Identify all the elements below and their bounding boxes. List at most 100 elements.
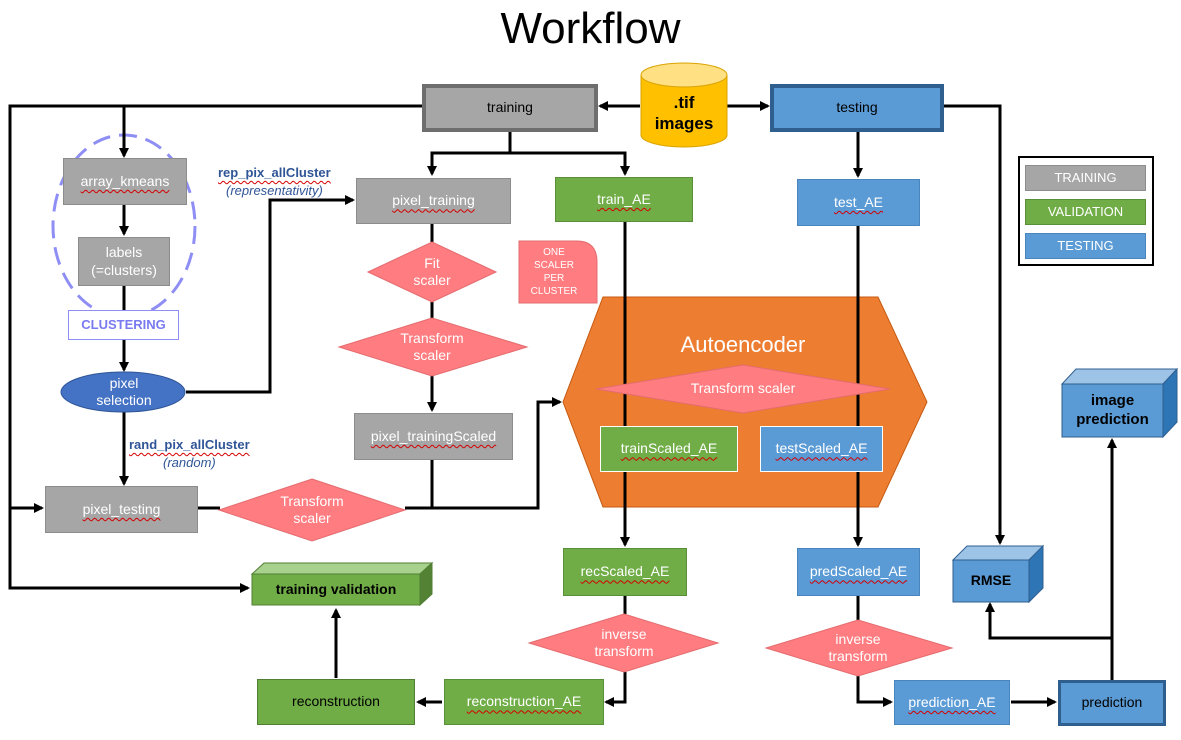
reconstruction-ae-label: reconstruction_AE (466, 693, 582, 710)
test-ae-label: test_AE (833, 193, 884, 210)
reconstruction-ae-box[interactable]: reconstruction_AE (444, 679, 604, 725)
array-kmeans-label: array_kmeans (80, 172, 170, 189)
training-validation-node[interactable]: training validation (252, 574, 420, 605)
testing-label: testing (836, 99, 878, 116)
edge-prediction-rmse (985, 602, 1114, 680)
image-prediction-box-3d (1060, 367, 1179, 439)
edge-inverse-reconae (604, 672, 627, 707)
labels-line1: labels (105, 244, 143, 260)
clustering-box[interactable]: CLUSTERING (68, 310, 179, 340)
legend-testing-label: TESTING (1057, 237, 1114, 253)
legend-training-label: TRAINING (1054, 169, 1117, 185)
note-line1: ONE (543, 247, 565, 258)
inverse-transform-2-line2: transform (828, 648, 888, 664)
transform-scaler-diamond-2 (217, 478, 407, 542)
tif-label-line2: images (654, 114, 714, 133)
inverse-transform-1-line2: transform (594, 643, 654, 659)
rand-pix-annotation: rand_pix_allCluster (129, 437, 250, 452)
edge-pixelsel-pixeltraining (186, 195, 355, 394)
tif-images-cylinder-icon (640, 62, 728, 148)
clustering-label: CLUSTERING (81, 316, 166, 332)
inverse-transform-label-2: inverse transform (800, 628, 916, 668)
edge-training-trainae (510, 151, 630, 176)
pixel-selection-line2: selection (96, 392, 152, 408)
labels-line2: (=clusters) (91, 261, 157, 278)
transform-scaler-2-line1: Transform (280, 492, 344, 509)
rmse-node[interactable]: RMSE (953, 560, 1029, 602)
autoencoder-label: Autoencoder (680, 332, 806, 358)
array-kmeans-box[interactable]: array_kmeans (63, 158, 187, 205)
inverse-transform-2-line1: inverse (835, 630, 881, 647)
edge-training-left (8, 104, 424, 593)
edge-testing-rmse (943, 104, 1005, 545)
rec-scaled-ae-label: recScaled_AE (580, 563, 670, 580)
prediction-ae-label: prediction_AE (908, 693, 996, 710)
rep-pix-annotation: rep_pix_allCluster (218, 165, 331, 180)
pixel-training-box[interactable]: pixel_training (356, 178, 511, 224)
pixel-testing-label: pixel_testing (82, 500, 161, 517)
note-label: ONE SCALER PER CLUSTER (519, 243, 589, 301)
transform-scaler-label-1: Transform scaler (366, 327, 498, 367)
transform-scaler-1-line2: scaler (413, 347, 451, 363)
rmse-label: RMSE (970, 572, 1012, 589)
transform-scaler-diamond-1 (337, 317, 529, 377)
training-label: training (487, 99, 533, 116)
pixel-training-scaled-label: pixel_trainingScaled (370, 427, 497, 444)
inverse-transform-diamond-2 (764, 619, 954, 677)
train-scaled-ae-box[interactable]: trainScaled_AE (600, 426, 738, 472)
pixel-testing-box[interactable]: pixel_testing (45, 486, 198, 533)
note-shape (518, 240, 598, 304)
legend-validation-label: VALIDATION (1047, 203, 1124, 219)
test-scaled-ae-box[interactable]: testScaled_AE (760, 426, 883, 472)
legend-validation: VALIDATION (1025, 199, 1146, 225)
image-prediction-line2: prediction (1076, 410, 1149, 428)
pred-scaled-ae-label: predScaled_AE (809, 563, 908, 580)
train-ae-label: train_AE (597, 190, 651, 207)
legend-training: TRAINING (1025, 165, 1146, 191)
note-line3: PER (543, 273, 565, 284)
legend-testing: TESTING (1025, 233, 1146, 259)
prediction-box[interactable]: prediction (1058, 680, 1166, 726)
transform-scaler-2-line2: scaler (293, 510, 331, 526)
pixel-selection-line1: pixel (109, 374, 139, 391)
transform-scaler-diamond-ae (595, 364, 891, 414)
note-line4: CLUSTER (530, 286, 578, 297)
edge-inverse-predae (856, 676, 893, 707)
pixel-training-label: pixel_training (392, 192, 475, 209)
fit-scaler-line2: scaler (413, 272, 451, 288)
training-box[interactable]: training (422, 84, 598, 132)
inverse-transform-label-1: inverse transform (566, 623, 682, 663)
fit-scaler-line1: Fit (424, 254, 440, 271)
train-ae-box[interactable]: train_AE (555, 177, 693, 222)
transform-scaler-ae-label: Transform scaler (690, 380, 796, 397)
labels-box[interactable]: labels (=clusters) (78, 237, 170, 286)
transform-scaler-1-line1: Transform (400, 329, 464, 346)
edge-transform-autoencoder (405, 397, 562, 510)
pixel-selection-node[interactable]: pixel selection (62, 372, 186, 412)
note-line2: SCALER (533, 260, 574, 271)
train-scaled-ae-label: trainScaled_AE (620, 440, 718, 457)
pred-scaled-ae-box[interactable]: predScaled_AE (797, 548, 920, 596)
inverse-transform-1-line1: inverse (601, 625, 647, 642)
reconstruction-box[interactable]: reconstruction (257, 679, 415, 725)
fit-scaler-label: Fit scaler (378, 252, 486, 292)
training-validation-box-3d (250, 561, 434, 607)
legend: TRAINING VALIDATION TESTING (1018, 156, 1154, 266)
image-prediction-line1: image (1090, 391, 1135, 409)
testing-box[interactable]: testing (770, 84, 944, 132)
test-scaled-ae-label: testScaled_AE (775, 440, 868, 457)
rec-scaled-ae-box[interactable]: recScaled_AE (563, 548, 687, 596)
prediction-label: prediction (1081, 694, 1143, 711)
fit-scaler-diamond (366, 241, 498, 303)
inverse-transform-diamond-1 (527, 613, 720, 673)
prediction-ae-box[interactable]: prediction_AE (894, 680, 1010, 725)
rmse-box-3d (951, 544, 1045, 604)
test-ae-box[interactable]: test_AE (797, 179, 920, 226)
image-prediction-node[interactable]: image prediction (1062, 384, 1163, 437)
rep-pix-text: rep_pix_allCluster (218, 165, 331, 180)
random-annotation: (random) (163, 455, 216, 470)
pixel-training-scaled-box[interactable]: pixel_trainingScaled (354, 413, 513, 460)
tif-images-label: .tif images (641, 88, 727, 138)
training-validation-label: training validation (275, 580, 397, 597)
